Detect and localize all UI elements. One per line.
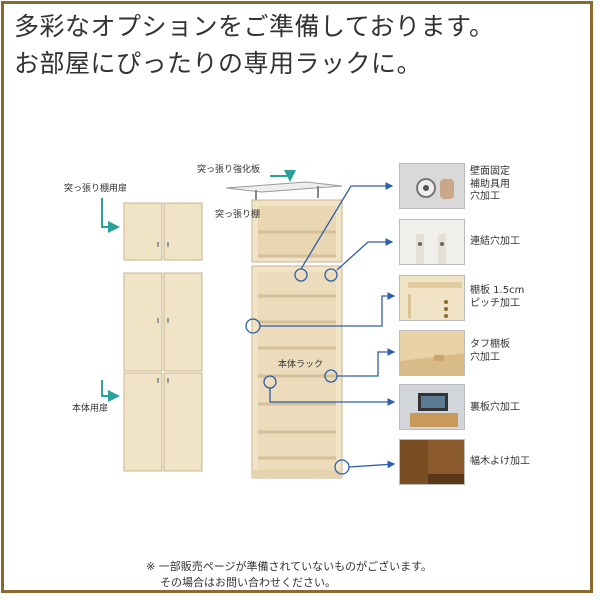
note-line2: その場合はお問い合わせください。 (160, 576, 336, 589)
tension-shelf-door-label: 突っ張り棚用扉 (64, 184, 128, 194)
main-rack (251, 265, 343, 479)
tension-shelf-label: 突っ張り棚 (215, 210, 261, 220)
option-label-wall-anchor: 壁面固定 補助具用 穴加工 (470, 166, 510, 202)
leader-lines (260, 182, 396, 469)
highlight-circles (245, 268, 350, 475)
option-label-shelf-pitch: 棚板 1.5cm ピッチ加工 (470, 285, 525, 309)
main-door-label: 本体用扉 (72, 404, 109, 414)
baseboard-cut-icon (399, 439, 465, 485)
tension-plate-label: 突っ張り強化板 (197, 165, 261, 175)
wall-anchor-icon (399, 163, 465, 209)
door-arrow-top (101, 198, 120, 233)
option-label-baseboard: 幅木よけ加工 (470, 456, 530, 467)
option-label-connection-hole: 連結穴加工 (470, 236, 520, 247)
tension-shelf-doors (123, 202, 203, 261)
main-rack-label: 本体ラック (278, 360, 324, 370)
option-label-back-panel: 裏板穴加工 (470, 402, 520, 413)
tension-shelf-unit (251, 199, 343, 263)
door-arrow-main (101, 380, 120, 402)
headline-line1: 多彩なオプションをご準備しております。 (14, 12, 495, 41)
shelf-pitch-icon (399, 275, 465, 321)
option-label-tough-shelf: タフ棚板 穴加工 (470, 339, 510, 363)
connection-hole-icon (399, 219, 465, 265)
plate-arrow (270, 170, 296, 182)
headline-line2: お部屋にぴったりの専用ラックに。 (14, 49, 423, 78)
tension-plate (225, 181, 343, 200)
tough-shelf-icon (399, 330, 465, 376)
back-panel-hole-icon (399, 384, 465, 430)
note-line1: ※ 一部販売ページが準備されていないものがございます。 (146, 560, 433, 573)
page-frame (1, 1, 593, 593)
main-doors (123, 272, 203, 472)
